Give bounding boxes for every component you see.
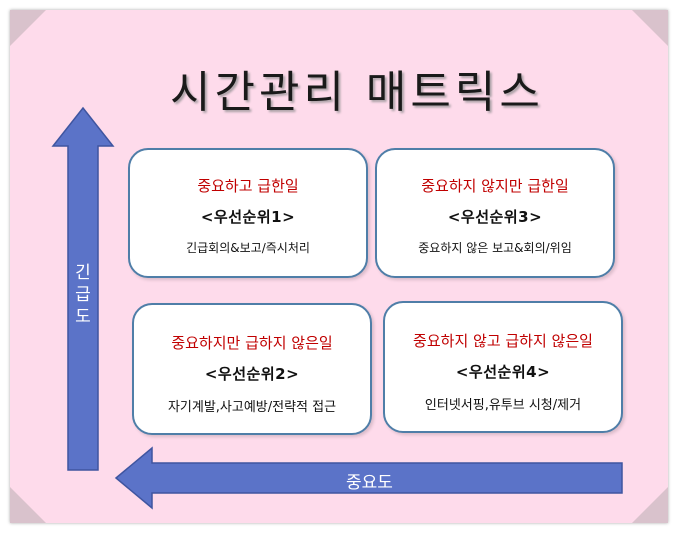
corner-fold-bottom-left xyxy=(10,487,46,523)
quadrant-4-box: 중요하지 않고 급하지 않은일 <우선순위4> 인터넷서핑,유투브 시청/제거 xyxy=(383,301,623,433)
urgency-axis-label: 긴급도 xyxy=(75,263,91,327)
quadrant-priority: <우선순위3> xyxy=(447,208,543,226)
quadrant-examples: 긴급회의&보고/즉시처리 xyxy=(186,241,310,255)
urgency-arrow xyxy=(51,106,115,471)
quadrant-priority: <우선순위2> xyxy=(204,365,300,383)
quadrant-3-box: 중요하지 않지만 급한일 <우선순위3> 중요하지 않은 보고&회의/위임 xyxy=(375,148,615,278)
quadrant-heading: 중요하지만 급하지 않은일 xyxy=(171,334,333,352)
corner-fold-top-left xyxy=(10,10,46,46)
quadrant-heading: 중요하고 급한일 xyxy=(197,177,299,195)
corner-fold-bottom-right xyxy=(632,487,668,523)
quadrant-1-box: 중요하고 급한일 <우선순위1> 긴급회의&보고/즉시처리 xyxy=(128,148,368,278)
corner-fold-top-right xyxy=(632,10,668,46)
quadrant-2-box: 중요하지만 급하지 않은일 <우선순위2> 자기계발,사고예방/전략적 접근 xyxy=(132,303,372,435)
quadrant-examples: 중요하지 않은 보고&회의/위임 xyxy=(418,241,572,255)
importance-arrow xyxy=(114,446,623,510)
quadrant-priority: <우선순위4> xyxy=(455,363,551,381)
quadrant-examples: 자기계발,사고예방/전략적 접근 xyxy=(167,400,337,415)
quadrant-examples: 인터넷서핑,유투브 시청/제거 xyxy=(424,398,582,413)
quadrant-priority: <우선순위1> xyxy=(200,208,296,226)
quadrant-heading: 중요하지 않고 급하지 않은일 xyxy=(413,332,593,350)
matrix-title: 시간관리 매트릭스 xyxy=(170,67,544,118)
quadrant-heading: 중요하지 않지만 급한일 xyxy=(421,177,569,195)
importance-axis-label: 중요도 xyxy=(346,473,393,493)
